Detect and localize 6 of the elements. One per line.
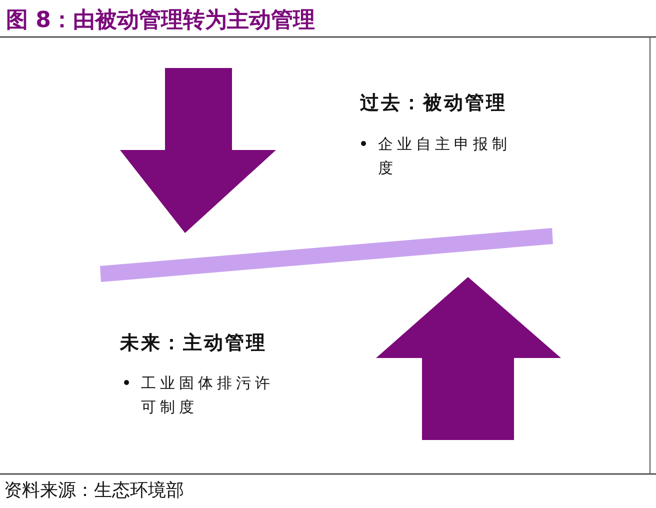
heading: 过去：被动管理: [360, 91, 507, 116]
title: 图 8：由被动管理转为主动管理: [6, 6, 315, 35]
bullet-text: 工业固体排污许可制度: [141, 373, 275, 418]
heading: 未来：主动管理: [120, 331, 267, 356]
bullet-text: 企业自主申报制度: [378, 134, 512, 179]
caption: 资料来源：生态环境部: [4, 479, 184, 502]
